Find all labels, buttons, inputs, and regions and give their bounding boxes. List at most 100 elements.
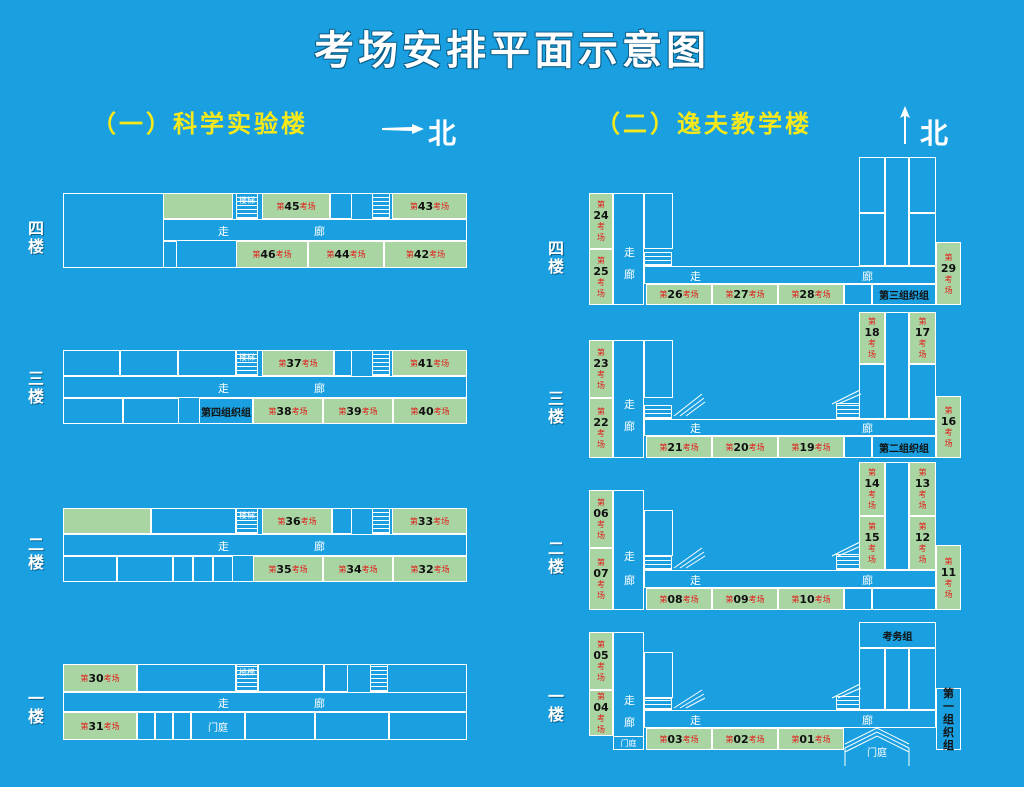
stair-ramp-icon [673, 689, 706, 709]
organizing-group-office: 第二组织组 [872, 436, 936, 458]
corridor-label: 走 [218, 225, 229, 238]
organizing-group-office: 第四组织组 [199, 398, 253, 424]
stair-label: 楼梯 [239, 668, 255, 677]
corridor [644, 710, 936, 728]
corridor [63, 376, 467, 398]
room [330, 193, 352, 219]
stairs [372, 193, 390, 219]
corridor-label: 走 [624, 694, 635, 707]
corridor-vertical [613, 490, 644, 610]
corridor-label: 廊 [624, 716, 635, 729]
room [173, 712, 191, 740]
corridor-label: 廊 [314, 697, 325, 710]
corridor-label: 廊 [624, 268, 635, 281]
north-arrow-icon [382, 124, 424, 134]
room [315, 712, 389, 740]
room [63, 398, 123, 424]
corridor [644, 419, 936, 436]
gate-hall: 门庭 [867, 747, 887, 759]
room [909, 364, 936, 419]
floor-label: 四楼 [27, 219, 44, 256]
corridor [163, 219, 467, 241]
stair-label: 楼梯 [239, 353, 255, 362]
floor-label: 二楼 [27, 535, 44, 572]
stairs [644, 405, 672, 419]
corridor-label: 走 [218, 540, 229, 553]
floor-label: 三楼 [547, 389, 564, 426]
room [173, 556, 193, 582]
room [155, 712, 173, 740]
corridor-vertical [885, 648, 909, 710]
room [137, 712, 155, 740]
room [644, 340, 673, 398]
corridor-vertical [613, 632, 644, 750]
stair-ramp-icon [831, 683, 862, 699]
section-title-yifu-building: （二）逸夫教学楼 [596, 110, 812, 138]
corridor-label: 廊 [862, 574, 873, 587]
organizing-group-office: 第三组织组 [872, 284, 936, 305]
stairs [236, 193, 258, 219]
stairs [236, 508, 258, 534]
room [193, 556, 213, 582]
corridor-label: 廊 [624, 574, 635, 587]
stairs [644, 252, 672, 266]
north-label-left: 北 [428, 117, 457, 150]
corridor-vertical [885, 462, 909, 570]
stair-ramp-icon [673, 547, 706, 569]
room [258, 664, 324, 692]
room [117, 556, 173, 582]
corridor-label: 走 [624, 398, 635, 411]
room [334, 350, 352, 376]
room [332, 508, 352, 534]
corridor [63, 692, 467, 712]
corridor-label: 走 [218, 697, 229, 710]
north-label-right: 北 [920, 117, 949, 150]
room [909, 213, 936, 266]
first-organizing-group-office: 第一组织组 [936, 687, 961, 752]
room [389, 712, 467, 740]
room [63, 556, 117, 582]
floor-label: 一楼 [547, 687, 564, 724]
stair-ramp-icon [831, 389, 862, 405]
room [245, 712, 315, 740]
stairs [370, 664, 388, 692]
corridor-vertical [613, 193, 644, 305]
room [151, 508, 236, 534]
room [137, 664, 236, 692]
stairs [372, 508, 390, 534]
floor-label: 三楼 [27, 369, 44, 406]
corridor-label: 走 [690, 574, 701, 587]
corridor-label: 走 [218, 382, 229, 395]
corridor-label: 廊 [624, 420, 635, 433]
page-title: 考场安排平面示意图 [314, 28, 710, 74]
stair-ramp-icon [831, 541, 862, 557]
room [844, 436, 872, 458]
room [844, 284, 872, 305]
